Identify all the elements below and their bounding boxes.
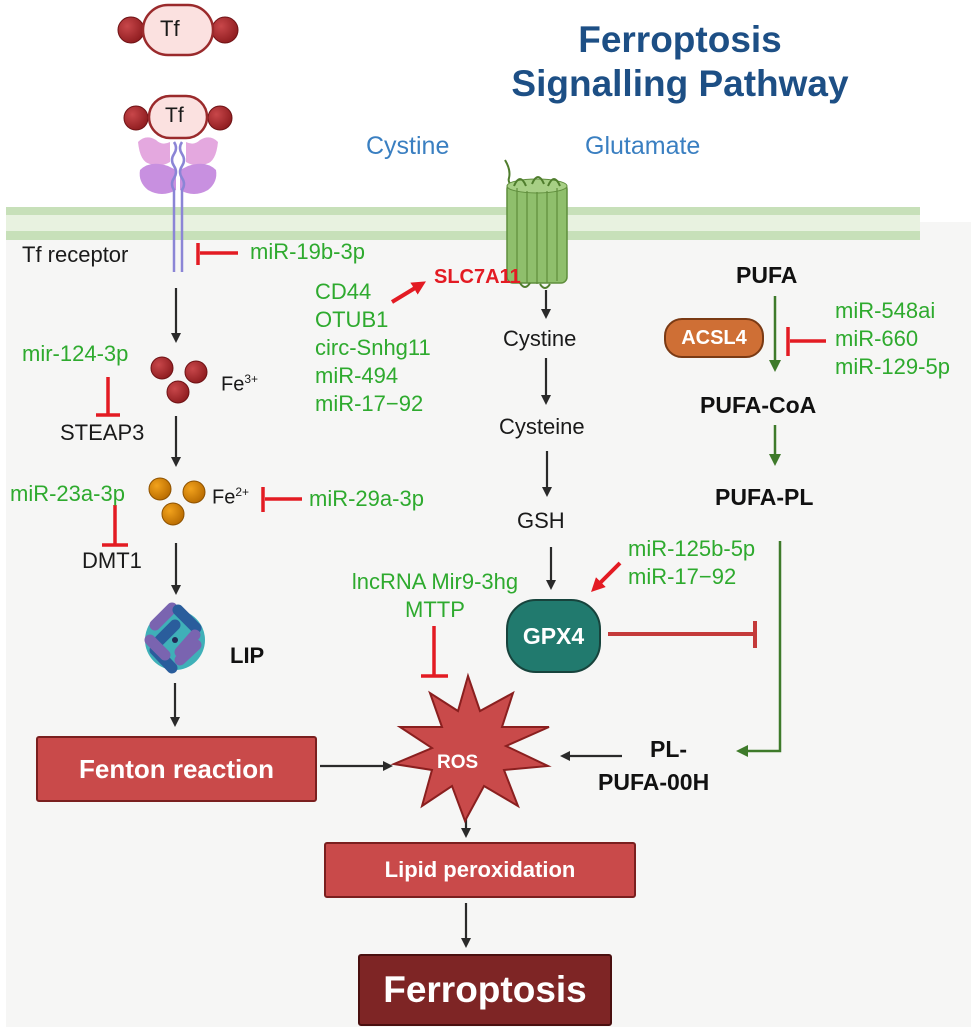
ferroptosis-box: Ferroptosis — [358, 954, 612, 1026]
intracellular-cystine-label: Cystine — [503, 326, 577, 351]
activator-otub1[interactable]: OTUB1 — [315, 307, 389, 332]
pufa-label: PUFA — [736, 262, 798, 288]
lip-label: LIP — [230, 643, 265, 668]
gpx4-activator-mir-125b-5p[interactable]: miR-125b-5p — [628, 536, 756, 561]
acsl4-inhibitors-list: miR-548ai miR-660 miR-129-5p — [835, 297, 950, 381]
slc7a11-activators-list: CD44 OTUB1 circ-Snhg11 miR-494 miR-17−92 — [315, 278, 431, 418]
gpx4-inhibits-lipid-pathway — [608, 621, 757, 648]
tf-receptor-icon — [123, 94, 233, 272]
slc7a11-transporter-icon — [504, 159, 568, 289]
activator-mir-17-92[interactable]: miR-17−92 — [315, 391, 424, 416]
tf-receptor-label: Tf receptor — [22, 242, 129, 267]
title-line-2: Signalling Pathway — [511, 63, 849, 104]
iron-arrows — [170, 288, 622, 948]
inhibit-steap3 — [96, 377, 120, 417]
extracellular-cystine-label: Cystine — [366, 132, 450, 160]
mir-29a-3p-label[interactable]: miR-29a-3p — [309, 486, 424, 511]
glutamate-label: Glutamate — [585, 132, 701, 160]
ros-inhibitor-lncrna-mir9-3hg[interactable]: lncRNA Mir9-3hg — [351, 569, 519, 594]
gpx4-activator-mir-17-92[interactable]: miR-17−92 — [628, 564, 737, 589]
pufa-coa-label: PUFA-CoA — [700, 392, 817, 418]
fenton-reaction-label: Fenton reaction — [78, 753, 274, 784]
arrow-mirs-to-gpx4 — [591, 561, 622, 592]
cell-membrane — [6, 207, 920, 240]
mir-23a-3p-label[interactable]: miR-23a-3p — [10, 481, 125, 506]
activator-cd44[interactable]: CD44 — [315, 279, 372, 304]
ros-inhibitors-list: lncRNA Mir9-3hg MTTP — [335, 568, 535, 624]
pl-pufa-ooh-line-2: PUFA-00H — [598, 769, 710, 795]
lipid-peroxidation-box: Lipid peroxidation — [324, 842, 636, 898]
lip-ferritin-icon — [144, 602, 205, 674]
fe3-label: Fe3+ — [221, 372, 258, 397]
fe2-label: Fe2+ — [212, 485, 249, 510]
fe2-iron-icon — [148, 477, 206, 526]
pufa-pl-label: PUFA-PL — [715, 484, 814, 510]
ros-star-shape — [390, 672, 552, 824]
acsl4-label: ACSL4 — [681, 326, 747, 349]
inhibition-bars — [96, 243, 826, 678]
tf-free-label: Tf — [160, 16, 180, 41]
acsl4-inhibitor-mir-129-5p[interactable]: miR-129-5p — [835, 354, 950, 379]
fe3-symbol: Fe — [221, 373, 245, 396]
gsh-label: GSH — [517, 508, 565, 533]
acsl4-inhibitor-mir-660[interactable]: miR-660 — [835, 326, 919, 351]
lipid-peroxidation-label: Lipid peroxidation — [384, 857, 576, 882]
steap3-label: STEAP3 — [60, 420, 145, 445]
lipid-arrows — [736, 296, 782, 757]
mir-19b-3p-label[interactable]: miR-19b-3p — [250, 239, 365, 264]
tf-bound-label: Tf — [165, 104, 184, 127]
pl-pufa-ooh-label: PL- PUFA-00H — [598, 733, 780, 799]
transferrin-free-icon — [117, 3, 239, 57]
activation-arrows — [390, 281, 622, 592]
ros-label: ROS — [437, 752, 479, 773]
page-title: Ferroptosis Signalling Pathway — [480, 18, 880, 106]
gpx4-node: GPX4 — [506, 599, 601, 673]
dmt1-label: DMT1 — [82, 548, 142, 573]
ferroptosis-label: Ferroptosis — [383, 969, 587, 1010]
slc7a11-label: SLC7A11 — [434, 266, 521, 288]
fenton-reaction-box: Fenton reaction — [36, 736, 317, 802]
mir-124-3p-label[interactable]: mir-124-3p — [22, 341, 129, 366]
arrow-pl-to-ooh — [736, 541, 782, 757]
cysteine-label: Cysteine — [499, 414, 585, 439]
inhibit-dmt1 — [102, 505, 128, 547]
fe2-symbol: Fe — [212, 486, 236, 509]
gpx4-activators-list: miR-125b-5p miR-17−92 — [628, 535, 755, 591]
title-line-1: Ferroptosis — [578, 19, 782, 60]
acsl4-inhibitor-mir-548ai[interactable]: miR-548ai — [835, 298, 936, 323]
activator-circ-snhg11[interactable]: circ-Snhg11 — [315, 335, 431, 360]
activator-mir-494[interactable]: miR-494 — [315, 363, 399, 388]
fe2-charge: 2+ — [235, 485, 250, 499]
inhibit-acsl4 — [786, 327, 826, 356]
gpx4-label: GPX4 — [522, 622, 585, 649]
inhibit-tf-receptor — [196, 243, 238, 265]
arrow-activators-to-slc7a11 — [390, 281, 426, 304]
pl-pufa-ooh-line-1: PL- — [650, 736, 688, 762]
fe3-iron-icon — [150, 356, 208, 404]
acsl4-enzyme: ACSL4 — [664, 318, 764, 358]
inhibit-ros — [421, 626, 448, 678]
fe3-charge: 3+ — [244, 372, 259, 386]
ros-inhibitor-mttp[interactable]: MTTP — [405, 597, 465, 622]
inhibit-fe2 — [261, 487, 302, 512]
